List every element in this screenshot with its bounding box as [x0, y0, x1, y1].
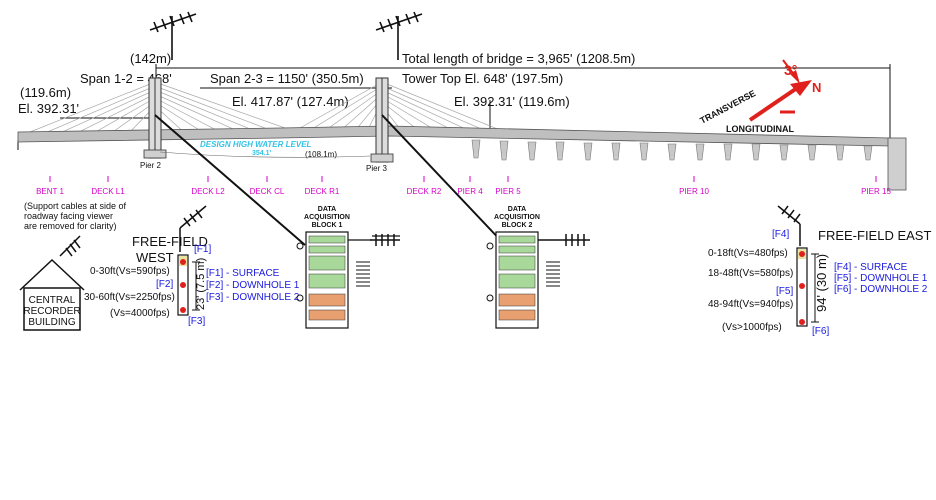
note-line2: roadway facing viewer: [24, 211, 113, 221]
right-elev-label: El. 392.31' (119.6m): [454, 94, 570, 109]
ff-east-tag-f6: [F6]: [812, 326, 829, 337]
ff-east-borehole: [796, 247, 819, 327]
recorder-building-icon: [19, 235, 85, 331]
ff-east-depth: 94' (30 m): [814, 254, 829, 312]
daq1-line1: DATA: [318, 206, 336, 213]
building-line3: BUILDING: [28, 317, 75, 328]
water-level-label: DESIGN HIGH WATER LEVEL: [200, 140, 312, 149]
left-elev-m-label: (119.6m): [20, 85, 71, 100]
pier2-label: Pier 2: [140, 161, 161, 170]
note-line1: (Support cables at side of: [24, 201, 127, 211]
ff-west-tag-f2: [F2]: [156, 279, 173, 290]
daq2-line2: ACQUISITION: [494, 214, 540, 221]
ff-west-borehole: [177, 254, 200, 316]
ff-west-title1: FREE-FIELD: [132, 234, 208, 249]
ff-east-layer4: (Vs>1000fps): [722, 322, 782, 333]
left-offset-label: (142m): [130, 51, 171, 66]
ff-east-layer2: 18-48ft(Vs=580fps): [708, 268, 793, 279]
water-level-elev: 354.1': [252, 150, 272, 157]
station-label: DECK R2: [407, 187, 442, 196]
ff-east-legend2: [F5] - DOWNHOLE 1: [834, 273, 928, 284]
ff-west-legend3: [F3] - DOWNHOLE 2: [206, 292, 300, 303]
total-length-label: Total length of bridge = 3,965' (1208.5m…: [402, 51, 635, 66]
building-line1: CENTRAL: [29, 295, 76, 306]
tower-top-label: Tower Top El. 648' (197.5m): [402, 71, 563, 86]
station-label: DECK L2: [191, 187, 225, 196]
ff-west-tag-f3: [F3]: [188, 316, 205, 327]
daq2-line1: DATA: [508, 206, 526, 213]
center-elev-label: El. 417.87' (127.4m): [232, 94, 349, 109]
antenna-icon-center: [375, 11, 423, 60]
daq1-cabinet: [296, 231, 400, 329]
ff-east-layer1: 0-18ft(Vs=480fps): [708, 248, 788, 259]
ff-west-layer1: 0-30ft(Vs=590fps): [90, 266, 170, 277]
daq2-antenna-icon: [538, 234, 590, 246]
station-label: PIER 10: [679, 187, 709, 196]
ff-east-tag-f5: [F5]: [776, 286, 793, 297]
daq2-cabinet: [486, 231, 560, 329]
compass-angle: 3°: [784, 62, 797, 78]
water-level-meters: (108.1m): [305, 150, 337, 159]
water-line: [159, 151, 371, 158]
ff-east-legend3: [F6] - DOWNHOLE 2: [834, 284, 928, 295]
transverse-label: TRANSVERSE: [698, 88, 757, 126]
ff-east-title: FREE-FIELD EAST: [818, 228, 931, 243]
left-elev-label: El. 392.31': [18, 101, 79, 116]
station-label: BENT 1: [36, 187, 64, 196]
compass-north: N: [812, 80, 821, 95]
pier3-label: Pier 3: [366, 164, 387, 173]
ff-east-tag-f4: [F4]: [772, 229, 789, 240]
ff-west-layer2: 30-60ft(Vs=2250fps): [84, 292, 175, 303]
note-line3: are removed for clarity): [24, 221, 117, 231]
dimension-lines: [17, 64, 891, 150]
daq2-line3: BLOCK 2: [502, 222, 533, 229]
ff-west-legend1: [F1] - SURFACE: [206, 268, 280, 279]
ff-west-layer3: (Vs=4000fps): [110, 308, 170, 319]
ff-east-legend1: [F4] - SURFACE: [834, 262, 908, 273]
span23-label: Span 2-3 = 1150' (350.5m): [210, 71, 364, 86]
station-label: PIER 15: [861, 187, 891, 196]
station-label: DECK CL: [250, 187, 285, 196]
station-label: DECK R1: [305, 187, 340, 196]
daq1-line3: BLOCK 1: [312, 222, 343, 229]
daq1-antenna-icon: [370, 234, 400, 246]
station-label: PIER 4: [457, 187, 483, 196]
ff-west-tag-f1: [F1]: [194, 244, 211, 255]
station-label: DECK L1: [91, 187, 125, 196]
building-line2: RECORDER: [23, 306, 80, 317]
leader-lines: [154, 114, 506, 246]
ff-east-layer3: 48-94ft(Vs=940fps): [708, 299, 793, 310]
daq1-line2: ACQUISITION: [304, 214, 350, 221]
station-label: PIER 5: [495, 187, 521, 196]
ff-west-title2: WEST: [136, 250, 174, 265]
ff-west-depth: 23' (7.5 m): [195, 258, 207, 310]
compass-arrow-icon: [748, 59, 812, 122]
antenna-icon-left: [149, 11, 197, 60]
bridge-structure: [17, 77, 907, 191]
ff-west-antenna-icon: [179, 205, 207, 252]
ff-west-legend2: [F2] - DOWNHOLE 1: [206, 280, 300, 291]
longitudinal-label: LONGITUDINAL: [726, 124, 794, 134]
ff-east-antenna-icon: [777, 205, 801, 246]
station-labels: BENT 1 DECK L1 DECK L2 DECK CL DECK R1 DECK R…: [36, 176, 891, 196]
